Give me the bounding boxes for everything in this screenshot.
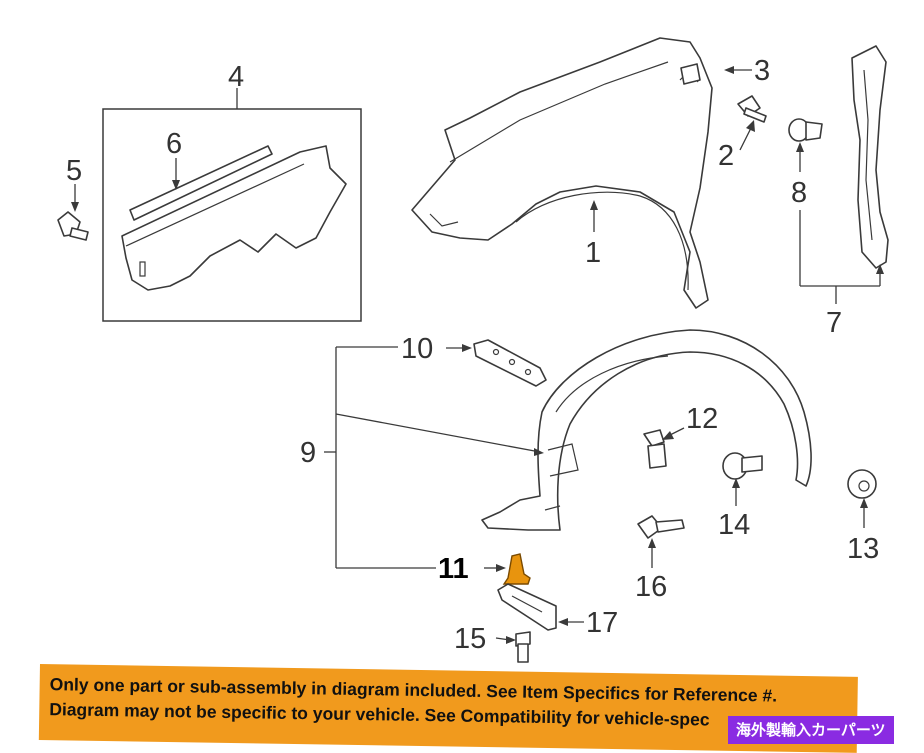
liner-panel-part bbox=[121, 145, 347, 291]
callout-6: 6 bbox=[166, 128, 182, 160]
support-bracket-part bbox=[851, 45, 889, 269]
callout-4: 4 bbox=[228, 61, 244, 93]
grommet-part-13 bbox=[847, 469, 877, 499]
callout-13: 13 bbox=[847, 533, 879, 565]
highlighted-clip-part-11 bbox=[502, 553, 531, 585]
clip-part-5 bbox=[57, 211, 89, 241]
callout-5: 5 bbox=[66, 155, 82, 187]
watermark-label: 海外製輸入カーパーツ bbox=[728, 716, 894, 744]
leader-lines bbox=[71, 66, 884, 644]
plug-part-14 bbox=[722, 452, 763, 480]
clip-part-12 bbox=[643, 429, 667, 469]
callout-15: 15 bbox=[454, 623, 486, 655]
assembly-box-4 bbox=[102, 108, 362, 322]
callout-8: 8 bbox=[791, 177, 807, 209]
inner-liner-part bbox=[481, 329, 812, 531]
callout-9: 9 bbox=[300, 437, 316, 469]
callout-2: 2 bbox=[718, 140, 734, 172]
bolt-part-15 bbox=[515, 631, 531, 663]
callout-14: 14 bbox=[718, 509, 750, 541]
callout-1: 1 bbox=[585, 237, 601, 269]
callout-7: 7 bbox=[826, 307, 842, 339]
callout-12: 12 bbox=[686, 403, 718, 435]
bolt-part-16 bbox=[637, 515, 685, 539]
grommet-part bbox=[788, 118, 823, 142]
bracket-part-10 bbox=[473, 339, 547, 387]
fender-part bbox=[411, 37, 713, 309]
bracket-part-17 bbox=[497, 583, 557, 631]
bolt-part bbox=[737, 95, 767, 123]
callout-3: 3 bbox=[754, 55, 770, 87]
callout-17: 17 bbox=[586, 607, 618, 639]
callout-16: 16 bbox=[635, 571, 667, 603]
molding-part bbox=[129, 145, 273, 221]
nut-plate-part bbox=[680, 63, 701, 85]
callout-labels: 1 2 3 4 5 6 7 8 9 10 11 12 13 14 15 16 1… bbox=[66, 55, 879, 655]
callout-10: 10 bbox=[401, 333, 433, 365]
callout-11: 11 bbox=[438, 553, 469, 585]
